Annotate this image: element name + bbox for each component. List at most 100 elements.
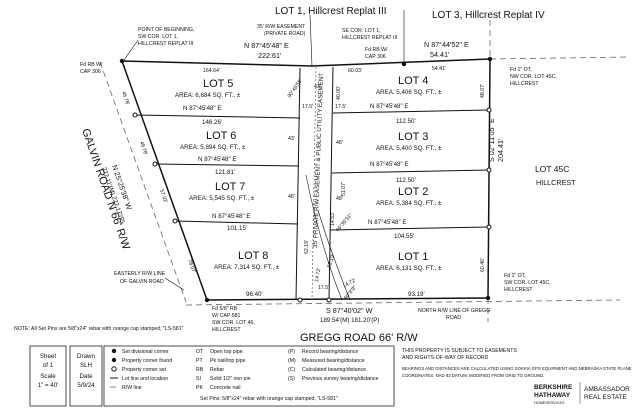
south-distance: 189.54'(M) 181.20'(P) <box>320 317 379 324</box>
line-67-bearing: N 87°45'48" E <box>198 156 237 163</box>
legend-item: Property corner set <box>122 367 167 373</box>
lot-line-5-6 <box>134 114 301 119</box>
fd-ot-label: Fd 1" OT, <box>510 67 532 73</box>
curve-label: 62.19' <box>326 253 336 268</box>
legend-item: Measured bearing/distance <box>302 358 365 364</box>
legend-item: Lot line and location <box>122 376 168 382</box>
line-67-distance: 121.81' <box>215 169 235 176</box>
south-right-distance: 93.19' <box>408 291 425 298</box>
brand-line: AMBASSADOR <box>584 386 630 393</box>
disclaimer-line: BEARINGS AND DISTANCES ARE CALCULATED US… <box>402 366 632 371</box>
property-corner-found <box>119 58 125 64</box>
legend-item: Pk nail/top pipe <box>210 358 246 364</box>
property-corner-set <box>326 297 332 303</box>
legend-abbr: (C) <box>288 367 295 373</box>
lot3-area: AREA: 5,400 SQ. FT., ± <box>376 145 442 152</box>
gregg-road-label: GREGG ROAD 66' R/W <box>300 332 418 344</box>
property-corner-found <box>204 297 210 303</box>
disclaimer-line: COORDINATES, NAD 83 DATUM, MODIFIED FROM… <box>402 373 544 378</box>
curve-label: 14.53' <box>330 212 336 226</box>
property-corner-set <box>297 297 303 303</box>
south-bearing: S 87°40'02" W <box>326 306 373 315</box>
easement-label: 35' R/W EASEMENT <box>257 24 306 30</box>
lot1-area: AREA: 6,131 SQ. FT., ± <box>376 265 442 272</box>
lot7-area: AREA: 5,545 SQ. FT., ± <box>189 195 255 202</box>
lot8-name: LOT 8 <box>238 250 268 262</box>
bottom-monument-label: HILLCREST <box>212 327 241 333</box>
sheet-box <box>29 345 67 407</box>
lot45c-label: LOT 45C <box>535 164 569 174</box>
legend-item: Property corner found <box>122 358 172 364</box>
south-left-distance: 96.40' <box>246 291 263 298</box>
lot5-name: LOT 5 <box>203 78 233 90</box>
west-boundary <box>121 60 208 301</box>
curve-label: 62.19' <box>304 240 310 254</box>
brand-line: REAL ESTATE <box>584 394 628 401</box>
north-boundary <box>121 58 491 67</box>
easement-west-line <box>295 67 301 301</box>
dimension-label: 48' <box>288 194 295 200</box>
easterly-rw-label: OF GALVIN ROAD <box>120 279 164 285</box>
line-78-bearing: N 87°45'48" E <box>212 213 251 220</box>
bottom-monument-label: W/ CAP 581 <box>212 313 241 319</box>
lot2-area: AREA: 5,384 SQ. FT., ± <box>376 200 442 207</box>
property-corner-found <box>485 295 491 301</box>
pob-label: POINT OF BEGINNING, <box>138 27 194 33</box>
east-boundary <box>487 58 491 299</box>
property-corner-found <box>487 56 493 62</box>
lot4-top-distance-b: 54.41' <box>432 66 446 72</box>
fd-rb-label: Fd RB W/ <box>80 62 103 68</box>
date-label: Date <box>79 373 93 380</box>
property-corner-found-icon <box>111 357 117 363</box>
scale-value: 1" = 40' <box>38 382 59 389</box>
legend-abbr: (P) <box>288 349 295 355</box>
west-segment-distance: 57.02' <box>158 189 168 204</box>
east-segment-distance: 60.46' <box>480 258 486 272</box>
easement-centerline <box>311 66 317 301</box>
legend-item: Concrete nail <box>210 385 241 391</box>
south-boundary <box>206 297 489 301</box>
east-segment-distance: 48.07' <box>480 84 486 98</box>
dimension-label: 51.07' <box>341 182 347 196</box>
fd-ot-label: HILLCREST <box>510 81 539 87</box>
scale-label: Scale <box>40 373 56 380</box>
fd-rb-label: CAP 306 <box>80 69 101 75</box>
lot-line-7-8 <box>174 220 299 225</box>
top-left-bearing: N 87°45'48" E <box>244 41 289 50</box>
top-right-distance: 54.41' <box>430 50 450 59</box>
line-43-distance: 112.50' <box>396 118 416 125</box>
lot6-area: AREA: 5,894 SQ. FT., ± <box>180 144 246 151</box>
lot-line-2-1 <box>329 226 490 231</box>
easement-curve <box>317 209 351 301</box>
legend-item: R/W line <box>122 385 142 391</box>
line-43-bearing: N 87°45'48" E <box>370 103 409 110</box>
hillcrest-label: HILLCREST <box>536 178 576 187</box>
property-corner-found <box>401 61 407 67</box>
disclaimer-line: THIS PROPERTY IS SUBJECT TO EASEMENTS <box>402 348 517 354</box>
lot4-name: LOT 4 <box>398 75 428 87</box>
fd-ot-label: NW COR. LOT 45C, <box>510 74 557 80</box>
drawn-box <box>69 345 103 407</box>
galvin-rw-line <box>99 61 187 303</box>
lot-line-3-2 <box>331 169 490 174</box>
dimension-label: 17.5' <box>318 285 329 291</box>
lot8-area: AREA: 7,314 SQ. FT., ± <box>214 264 280 271</box>
leader-line <box>164 277 185 291</box>
legend-box <box>103 345 395 407</box>
pob-label: SW COR. LOT 1, <box>138 34 178 40</box>
easterly-rw-label: EASTERLY R/W LINE <box>114 271 166 277</box>
replat-lot-line <box>309 14 313 67</box>
dimension-label: 48' <box>336 196 343 202</box>
lot-line-4-3 <box>332 109 490 114</box>
legend-abbr: PT <box>196 358 203 364</box>
property-corner-set <box>486 224 492 230</box>
lot2-name: LOT 2 <box>398 186 428 198</box>
disclaimer-line: AND RIGHTS-OF-WAY OF RECORD <box>402 355 489 361</box>
legend-abbr: RB <box>196 367 204 373</box>
line-21-distance: 104.55' <box>394 233 414 240</box>
brand-line: HOMESERVICES <box>534 401 565 405</box>
north-rw-gregg-label: ROAD <box>446 315 461 321</box>
lot5-area: AREA: 6,684 SQ. FT., ± <box>175 92 241 99</box>
